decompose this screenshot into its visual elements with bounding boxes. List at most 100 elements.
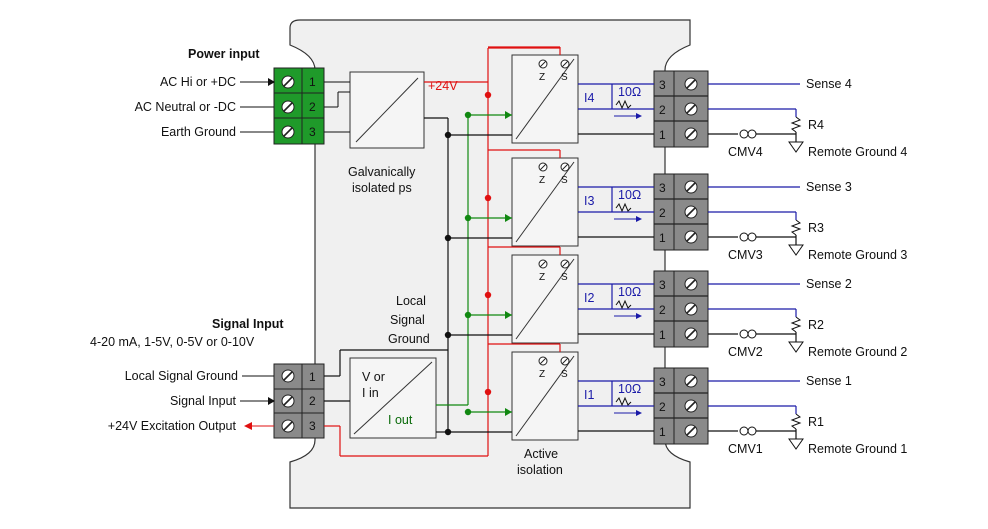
- junction-dot: [444, 331, 452, 339]
- current-arrow: [636, 313, 642, 319]
- signal-input-heading: Signal Input: [212, 317, 284, 331]
- signal-terminal-num-3: 3: [309, 419, 316, 433]
- load-resistor-label: R4: [808, 118, 824, 132]
- power-terminal-num-2: 2: [309, 100, 316, 114]
- isolation-label-2: isolation: [517, 463, 563, 477]
- remote-ground-label: Remote Ground 1: [808, 442, 907, 456]
- sense-label: Sense 1: [806, 374, 852, 388]
- remote-ground-icon: [788, 341, 804, 353]
- junction-dot: [484, 194, 492, 202]
- junction-dot: [484, 388, 492, 396]
- screw-slot: [283, 421, 293, 431]
- load-resistor-symbol: [790, 116, 802, 133]
- power-label-ac-hi: AC Hi or +DC: [160, 75, 236, 89]
- sense-label: Sense 2: [806, 277, 852, 291]
- output-terminal-screw-2[interactable]: [684, 399, 698, 413]
- current-arrow: [636, 216, 642, 222]
- span-label: S: [561, 72, 568, 83]
- cmv-label: CMV2: [728, 345, 763, 359]
- output-terminal-screw-1[interactable]: [684, 230, 698, 244]
- cmv-source-icon: [747, 232, 757, 242]
- output-terminal-screw-3[interactable]: [684, 180, 698, 194]
- output-terminal-screw-2[interactable]: [684, 302, 698, 316]
- cmv-source-icon: [739, 129, 749, 139]
- cmv-source-icon: [739, 329, 749, 339]
- screw-slot: [686, 304, 696, 314]
- junction-dot: [464, 408, 472, 416]
- sense-label: Sense 4: [806, 77, 852, 91]
- cmv-label: CMV1: [728, 442, 763, 456]
- screw-slot: [686, 401, 696, 411]
- power-terminal-screw-1[interactable]: [281, 75, 295, 89]
- output-terminal-screw-3[interactable]: [684, 374, 698, 388]
- channel-current-label: I2: [584, 291, 594, 305]
- signal-terminal-screw-1[interactable]: [281, 369, 295, 383]
- cmv-source-icon: [747, 329, 757, 339]
- output-terminal-screw-2[interactable]: [684, 102, 698, 116]
- ps-label-line2: isolated ps: [352, 181, 412, 195]
- channel-current-label: I4: [584, 91, 594, 105]
- power-terminal-screw-2[interactable]: [281, 100, 295, 114]
- output-terminal-screw-3[interactable]: [684, 77, 698, 91]
- output-terminal-num: 3: [659, 181, 666, 195]
- power-terminal-block: [273, 67, 325, 145]
- current-arrow: [505, 111, 512, 119]
- junction-dot: [484, 91, 492, 99]
- sense-resistor-value: 10Ω: [618, 285, 641, 299]
- span-label: S: [561, 175, 568, 186]
- converter-in-label-1: V or: [362, 370, 385, 384]
- power-label-ac-neutral: AC Neutral or -DC: [135, 100, 236, 114]
- signal-terminal-num-2: 2: [309, 394, 316, 408]
- remote-ground-icon: [788, 244, 804, 256]
- junction-dot: [444, 234, 452, 242]
- output-terminal-screw-1[interactable]: [684, 327, 698, 341]
- screw-slot: [686, 207, 696, 217]
- power-input-heading: Power input: [188, 47, 260, 61]
- pot-slot: [561, 60, 569, 68]
- resistor-symbol: [615, 202, 632, 213]
- load-resistor-symbol: [790, 316, 802, 333]
- channel-current-label: I1: [584, 388, 594, 402]
- output-terminal-screw-1[interactable]: [684, 424, 698, 438]
- pot-slot: [561, 260, 569, 268]
- channel-current-label: I3: [584, 194, 594, 208]
- screw-slot: [686, 232, 696, 242]
- screw-slot: [686, 129, 696, 139]
- junction-dot: [464, 111, 472, 119]
- screw-slot: [686, 182, 696, 192]
- output-terminal-screw-1[interactable]: [684, 127, 698, 141]
- signal-label-ground: Local Signal Ground: [125, 369, 238, 383]
- signal-terminal-screw-2[interactable]: [281, 394, 295, 408]
- output-terminal-screw-3[interactable]: [684, 277, 698, 291]
- pot-slot: [539, 60, 547, 68]
- output-terminal-num: 2: [659, 103, 666, 117]
- current-arrow: [636, 410, 642, 416]
- output-terminal-screw-2[interactable]: [684, 205, 698, 219]
- signal-label-input: Signal Input: [170, 394, 237, 408]
- screw-slot: [283, 127, 293, 137]
- resistor-symbol: [615, 396, 632, 407]
- cmv-source-icon: [747, 426, 757, 436]
- signal-terminal-screw-3[interactable]: [281, 419, 295, 433]
- pot-slot: [539, 260, 547, 268]
- output-terminal-num: 1: [659, 425, 666, 439]
- local-ground-label-1: Local: [396, 294, 426, 308]
- converter-out-label: I out: [388, 413, 413, 427]
- current-arrow: [636, 113, 642, 119]
- load-resistor-symbol: [790, 413, 802, 430]
- junction-dot: [444, 131, 452, 139]
- junction-dot: [464, 214, 472, 222]
- pot-slot: [561, 357, 569, 365]
- screw-slot: [686, 104, 696, 114]
- power-terminal-num-1: 1: [309, 75, 316, 89]
- isolator-diagonal: [515, 58, 575, 140]
- power-terminal-screw-3[interactable]: [281, 125, 295, 139]
- screw-slot: [686, 329, 696, 339]
- junction-dot: [444, 428, 452, 436]
- screw-slot: [686, 79, 696, 89]
